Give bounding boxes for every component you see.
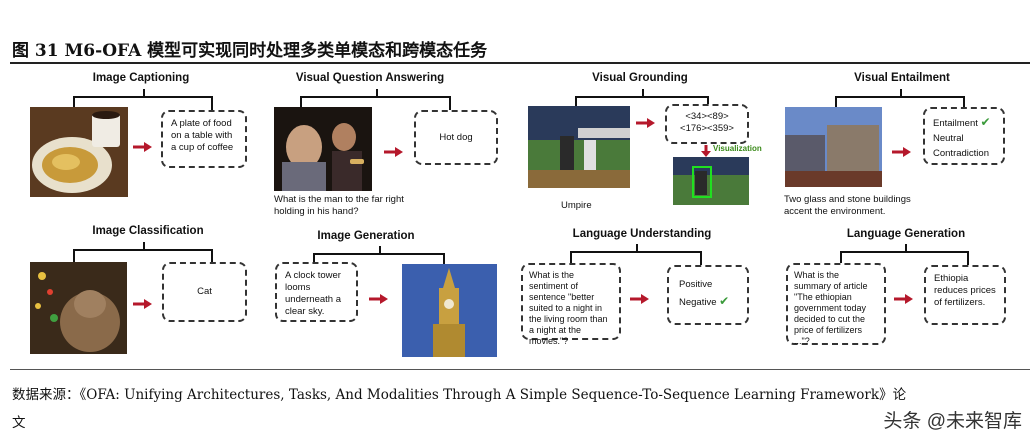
lang-generation-input-box: What is the summary of article "The ethi… (786, 263, 886, 346)
task-title-vqa: Visual Question Answering (295, 72, 445, 84)
arrow-icon (630, 294, 649, 304)
lang-understanding-input-box: What is the sentiment of sentence "bette… (521, 263, 621, 346)
visualization-label: Visualization (713, 144, 762, 153)
lang-understanding-output-box: Positive Negative ✔ (667, 265, 749, 325)
lang-generation-output-box: Ethiopia reduces prices of fertilizers. (924, 265, 1006, 325)
task-title-captioning: Image Captioning (92, 72, 190, 84)
vqa-image (274, 107, 372, 191)
lang-generation-input-text: What is the summary of article "The ethi… (794, 270, 868, 346)
coords-line-2: <176><359> (680, 123, 734, 134)
task-title-grounding: Visual Grounding (592, 72, 688, 84)
generation-input-box: A clock tower looms underneath a clear s… (275, 262, 358, 322)
clock-tower-image (402, 264, 497, 357)
lang-understanding-option-2: Negative (679, 297, 717, 308)
down-arrow-icon (701, 145, 711, 157)
vqa-answer-box: Hot dog (414, 110, 498, 165)
bracket (570, 244, 702, 265)
grounding-caption: Umpire (561, 200, 592, 211)
arrow-icon (892, 147, 911, 157)
arrow-icon (369, 294, 388, 304)
lang-understanding-option-1: Positive (679, 279, 713, 290)
grounding-visualization-image (673, 157, 749, 205)
check-icon: ✔ (980, 115, 991, 129)
entailment-option-3: Contradiction (933, 148, 989, 159)
arrow-icon (384, 147, 403, 157)
arrow-icon (636, 118, 655, 128)
caption-output-text: A plate of food on a table with a cup of… (171, 118, 234, 153)
bracket (835, 89, 965, 110)
check-icon: ✔ (719, 294, 730, 308)
bracket (73, 242, 213, 263)
grounding-coords-box: <34><89> <176><359> (665, 104, 749, 144)
task-title-classification: Image Classification (92, 225, 204, 237)
buildings-image (785, 107, 882, 187)
bracket (575, 89, 709, 110)
classification-output-text: Cat (197, 286, 212, 297)
classification-output-box: Cat (162, 262, 247, 322)
vqa-question: What is the man to the far right holding… (274, 194, 404, 217)
entailment-options-box: Entailment ✔ Neutral Contradiction (923, 107, 1005, 165)
coords-line-1: <34><89> (685, 111, 729, 122)
top-rule (10, 62, 1030, 64)
task-title-generation: Image Generation (317, 230, 415, 242)
task-title-entailment: Visual Entailment (854, 72, 950, 84)
cat-image (30, 262, 127, 354)
caption-output-box: A plate of food on a table with a cup of… (161, 110, 247, 168)
figure-title: 图 31 M6-OFA 模型可实现同时处理多类单模态和跨模态任务 (12, 41, 488, 61)
generation-input-text: A clock tower looms underneath a clear s… (285, 270, 341, 317)
lang-generation-output-text: Ethiopia reduces prices of fertilizers. (934, 273, 996, 308)
task-title-lang-understanding: Language Understanding (572, 228, 712, 240)
arrow-icon (133, 142, 152, 152)
source-note: 数据来源：《OFA: Unifying Architectures, Tasks… (12, 387, 907, 403)
bracket (73, 89, 213, 110)
task-title-lang-generation: Language Generation (846, 228, 966, 240)
bracket (840, 244, 969, 265)
bracket (300, 89, 451, 110)
source-note-continued: 文 (12, 415, 26, 431)
entailment-caption: Two glass and stone buildings accent the… (784, 194, 911, 217)
entailment-option-2: Neutral (933, 133, 964, 144)
lang-understanding-input-text: What is the sentiment of sentence "bette… (529, 270, 608, 346)
entailment-option-1: Entailment (933, 118, 978, 129)
vqa-answer-text: Hot dog (439, 131, 473, 143)
arrow-icon (133, 299, 152, 309)
watermark: 头条 @未来智库 (883, 411, 1022, 432)
bracket (313, 246, 445, 267)
baseball-image (528, 106, 630, 188)
arrow-icon (894, 294, 913, 304)
food-image (30, 107, 128, 197)
bottom-rule (10, 369, 1030, 370)
